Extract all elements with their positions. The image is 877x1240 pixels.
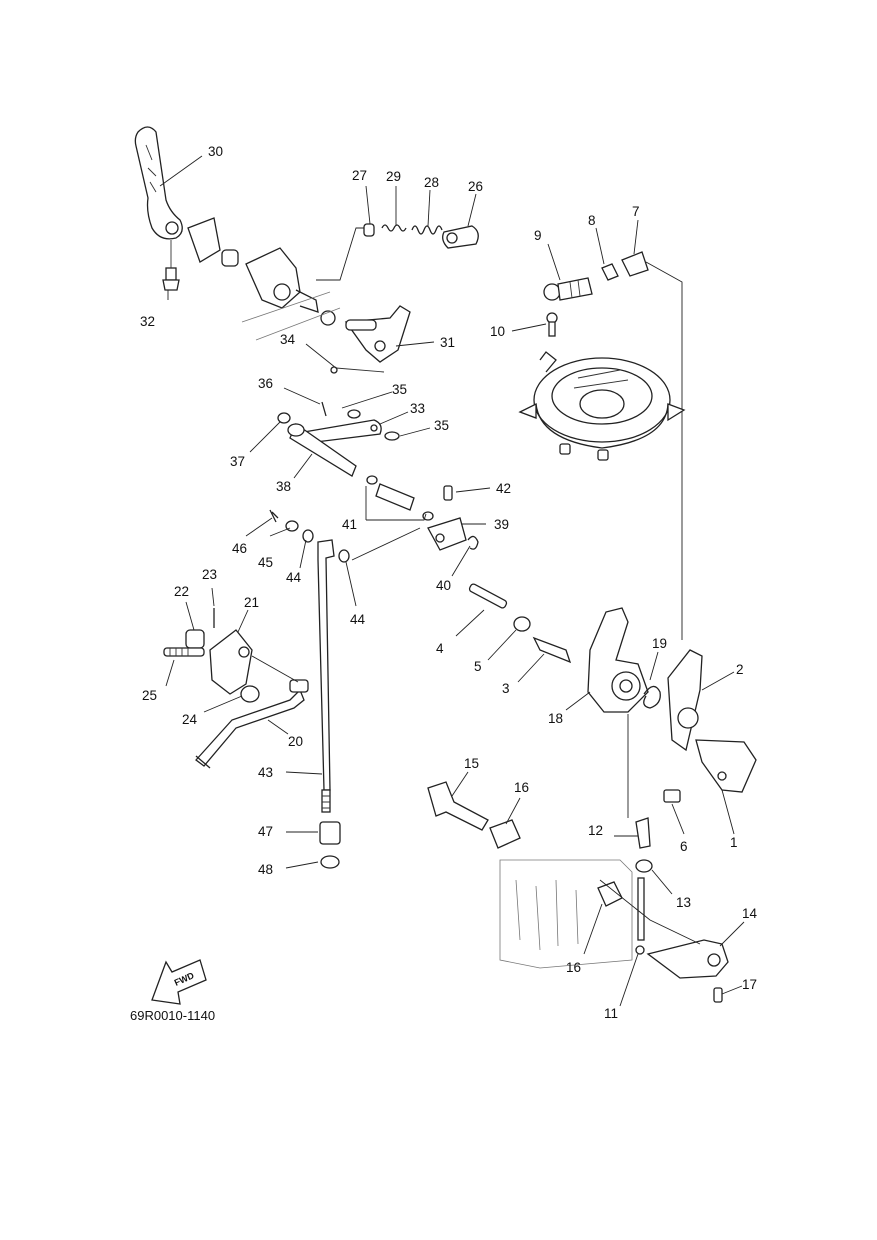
- label-41: 41: [342, 517, 357, 532]
- label-38: 38: [276, 479, 291, 494]
- throttle-plate-part: [518, 351, 686, 461]
- bolt-part: [162, 240, 180, 291]
- washer-set-part: [269, 509, 421, 563]
- label-4: 4: [436, 641, 444, 656]
- label-23: 23: [202, 567, 217, 582]
- label-44b: 44: [350, 612, 366, 627]
- label-20: 20: [288, 734, 303, 749]
- label-21: 21: [244, 595, 259, 610]
- label-11: 11: [604, 1006, 618, 1021]
- lever-plate-part: [330, 305, 411, 374]
- label-45: 45: [258, 555, 273, 570]
- label-44a: 44: [286, 570, 302, 585]
- leader-lines: [159, 155, 745, 1007]
- label-1: 1: [730, 835, 738, 850]
- long-rod-part: [317, 539, 335, 813]
- label-6: 6: [680, 839, 688, 854]
- label-12: 12: [588, 823, 603, 838]
- label-28: 28: [424, 175, 439, 190]
- label-15: 15: [464, 756, 479, 771]
- label-18: 18: [548, 711, 563, 726]
- label-17: 17: [742, 977, 757, 992]
- label-32: 32: [140, 314, 155, 329]
- part-number-labels: 30 32 27 29 28 26 31 34 36 35 33 35 37 3…: [140, 144, 758, 1021]
- label-46: 46: [232, 541, 247, 556]
- label-39: 39: [494, 517, 509, 532]
- lower-bracket-part: [499, 714, 729, 1003]
- label-35a: 35: [392, 382, 407, 397]
- label-31: 31: [440, 335, 455, 350]
- ball-joint-set-part: [543, 251, 683, 640]
- label-5: 5: [474, 659, 482, 674]
- fwd-arrow-icon: FWD: [151, 959, 207, 1005]
- label-34: 34: [280, 332, 296, 347]
- label-25: 25: [142, 688, 157, 703]
- label-30: 30: [208, 144, 223, 159]
- lever-handle-part: [134, 126, 183, 240]
- label-43: 43: [258, 765, 273, 780]
- label-16b: 16: [566, 960, 581, 975]
- label-8: 8: [588, 213, 596, 228]
- label-36: 36: [258, 376, 273, 391]
- diagram-code: 69R0010-1140: [130, 1008, 215, 1023]
- label-10: 10: [490, 324, 505, 339]
- label-3: 3: [502, 681, 510, 696]
- label-9: 9: [534, 228, 542, 243]
- label-13: 13: [676, 895, 691, 910]
- spacer-part: [319, 821, 341, 869]
- label-35b: 35: [434, 418, 449, 433]
- label-40: 40: [436, 578, 451, 593]
- label-42: 42: [496, 481, 511, 496]
- label-27: 27: [352, 168, 367, 183]
- label-24: 24: [182, 712, 198, 727]
- left-link-assembly-part: [163, 608, 309, 769]
- label-37: 37: [230, 454, 245, 469]
- link-rod-part: [277, 401, 400, 477]
- label-7: 7: [632, 204, 640, 219]
- spring-assembly-part: [363, 223, 479, 249]
- label-47: 47: [258, 824, 273, 839]
- label-33: 33: [410, 401, 425, 416]
- label-29: 29: [386, 169, 401, 184]
- cam-assembly-part: [468, 583, 757, 803]
- pin-part: [427, 781, 521, 849]
- collar-part: [366, 475, 479, 551]
- throttle-shaft-assembly-part: [187, 217, 366, 341]
- label-22: 22: [174, 584, 189, 599]
- label-16a: 16: [514, 780, 529, 795]
- label-48: 48: [258, 862, 273, 877]
- label-14: 14: [742, 906, 758, 921]
- label-19: 19: [652, 636, 667, 651]
- label-26: 26: [468, 179, 483, 194]
- label-2: 2: [736, 662, 744, 677]
